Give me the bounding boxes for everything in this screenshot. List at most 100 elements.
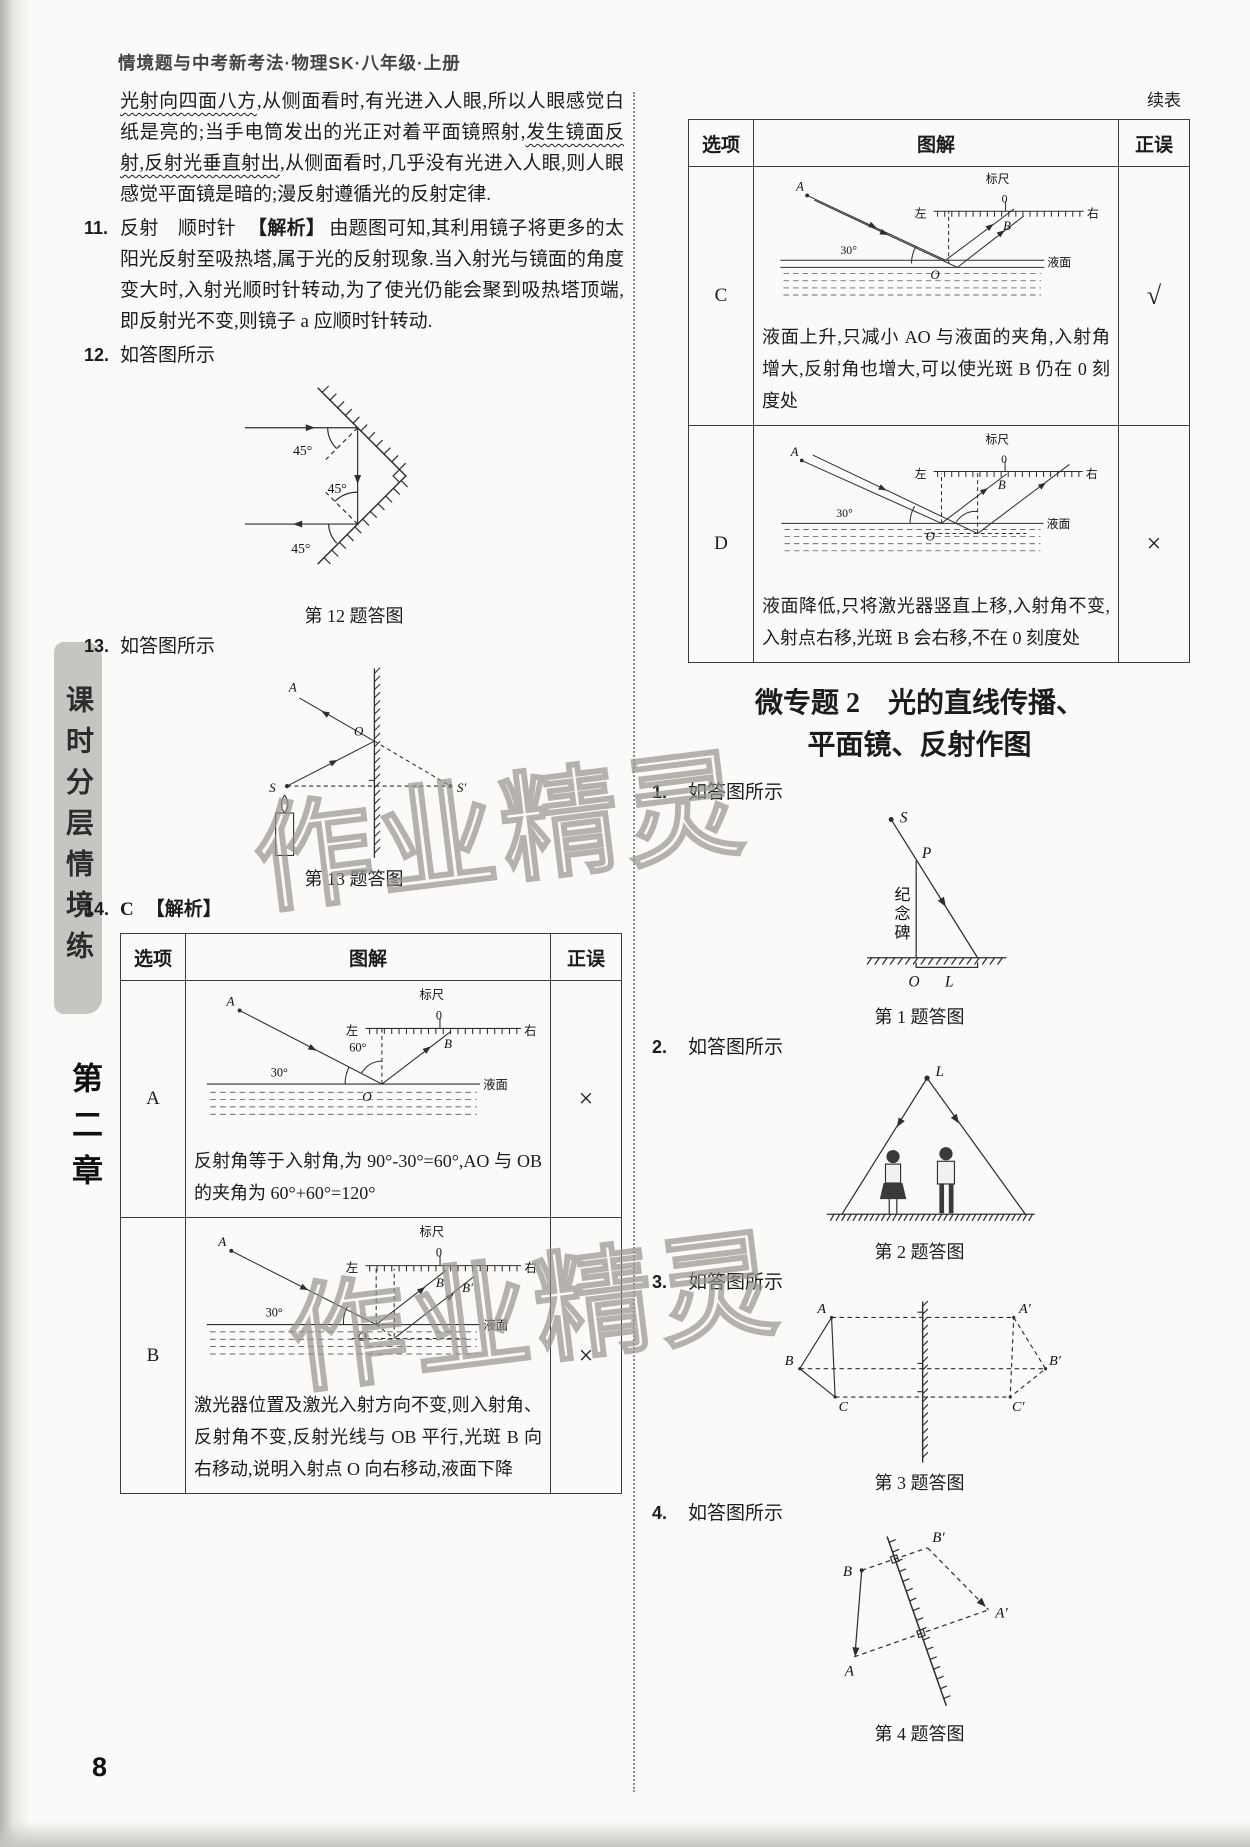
figure-q2: L 第 2 题答图 — [652, 1063, 1187, 1264]
item-11-text: 由题图可知,其利用镜子将更多的太阳光反射至吸热塔,属于光的反射现象.当入射光与镜… — [120, 218, 624, 332]
monument-shadow-diagram: S P O L — [866, 809, 1006, 991]
surface-label: 液面 — [1047, 256, 1071, 270]
svg-text:左: 左 — [346, 1260, 358, 1275]
table-header-row: 选项 图解 正误 — [120, 933, 622, 981]
svg-text:左: 左 — [915, 467, 927, 481]
liquid-surface-reflection-diagram-a: 标尺 0 左 右 — [206, 988, 536, 1115]
figure-q12-caption: 第 12 题答图 — [304, 606, 404, 626]
item-1-number: 1. — [652, 782, 668, 802]
angle-45-middle: 45° — [328, 481, 347, 496]
figure-q1: S P O L 纪念碑 第 1 题答图 — [652, 808, 1187, 1029]
item-12-number: 12. — [84, 345, 110, 365]
page-left-edge-shading — [0, 0, 30, 1847]
option-d-label: D — [688, 425, 754, 663]
object-triangle — [797, 1315, 837, 1399]
ruler: 标尺 0 左 右 — [915, 433, 1098, 481]
item-4: 4. 如答图所示 — [652, 1498, 1187, 1529]
point-b-label: B — [1003, 219, 1011, 233]
item-14-body: C【解析】 — [120, 894, 624, 925]
liquid — [206, 1324, 481, 1355]
point-a-label: A — [226, 994, 236, 1009]
mirror — [885, 1536, 951, 1706]
angle-30-label: 30° — [271, 1066, 288, 1080]
point-a-label: A — [217, 1234, 227, 1249]
svg-text:右: 右 — [1087, 207, 1099, 221]
item-3: 3. 如答图所示 — [652, 1267, 1187, 1298]
mirror — [373, 667, 381, 858]
point-a-label: A — [843, 1664, 854, 1680]
svg-text:标尺: 标尺 — [985, 433, 1009, 446]
svg-text:右: 右 — [1086, 467, 1098, 481]
column-header-option: 选项 — [120, 933, 186, 981]
construction-lines — [853, 1547, 989, 1658]
table-row-option-d: D 标尺 0 左 右 — [688, 425, 1190, 663]
figure-q13: A O S S′ 第 13 题答图 — [84, 662, 624, 891]
item-13: 13. 如答图所示 — [84, 631, 624, 662]
sidebar-tab-label: 课时分层情境练 — [63, 684, 94, 972]
arrow-tilted-mirror-image-diagram: B A B′ A′ — [842, 1530, 1008, 1706]
figure-q13-caption: 第 13 题答图 — [304, 869, 404, 889]
option-b-verdict: × — [550, 1217, 622, 1494]
table-continued-label: 续表 — [1147, 91, 1181, 110]
ruler: 标尺 0 左 右 — [346, 1225, 537, 1275]
angle-30-label: 30° — [836, 507, 853, 520]
candle — [275, 794, 295, 856]
light-ray — [888, 817, 978, 959]
intro-plain-1: ,从侧面看时,有光进入人眼,所以人眼感觉白纸是亮的;当手电筒发出的光正对着平面镜… — [120, 91, 624, 143]
sidebar-chapter-label: 第二章 — [67, 1062, 102, 1200]
analysis-tag: 【解析】 — [145, 899, 222, 920]
point-l-label: L — [935, 1064, 944, 1080]
table-header-row: 选项 图解 正误 — [688, 119, 1190, 167]
item-12: 12. 如答图所示 — [84, 340, 624, 371]
item-12-text: 如答图所示 — [120, 345, 216, 366]
light-rays — [237, 1008, 451, 1085]
option-analysis-table-right: 选项 图解 正误 C 标尺 0 左 右 — [688, 119, 1190, 663]
light-rays — [244, 424, 362, 544]
point-s-label: S — [899, 809, 907, 826]
option-c-note: 液面上升,只减小 AO 与液面的夹角,入射角增大,反射角也增大,可以使光斑 B … — [762, 327, 1110, 411]
point-b-label: B — [784, 1353, 793, 1369]
option-b-label: B — [120, 1217, 186, 1494]
light-rays — [841, 1075, 1026, 1215]
construction-lines — [799, 1311, 1046, 1398]
table-row-option-b: B 标尺 0 左 右 — [120, 1217, 622, 1494]
point-a-label: A — [288, 679, 298, 694]
angle-45-bottom: 45° — [291, 541, 310, 556]
figure-q1-caption: 第 1 题答图 — [874, 1007, 965, 1027]
option-c-label: C — [688, 166, 754, 426]
option-a-label: A — [120, 980, 186, 1218]
svg-text:右: 右 — [524, 1260, 536, 1275]
plane-mirror-candle-diagram: A O S S′ — [269, 667, 467, 858]
item-11-number: 11. — [84, 218, 109, 238]
point-b-label: B — [998, 478, 1006, 492]
person-woman — [879, 1149, 907, 1215]
item-13-text: 如答图所示 — [120, 636, 216, 657]
svg-text:标尺: 标尺 — [420, 1225, 445, 1239]
column-header-diagram: 图解 — [753, 119, 1119, 167]
point-b-prime-label: B′ — [462, 1280, 474, 1295]
point-p-label: P — [920, 845, 930, 862]
intro-wavy-2: 发生镜面反射,反射光垂直射出 — [120, 122, 624, 174]
point-o-label: O — [354, 723, 364, 738]
column-header-verdict: 正误 — [1118, 119, 1190, 167]
point-a-label: A — [816, 1301, 826, 1317]
light-rays — [799, 454, 1070, 535]
triangle-mirror-image-diagram: A B C A′ B′ C′ — [784, 1300, 1061, 1463]
ruler: 标尺 0 左 右 — [915, 172, 1099, 221]
point-c-prime-label: C′ — [1011, 1399, 1024, 1415]
light-source-two-people-diagram: L — [826, 1064, 1035, 1222]
figure-q3-caption: 第 3 题答图 — [874, 1473, 965, 1493]
item-13-number: 13. — [84, 636, 110, 656]
svg-text:左: 左 — [915, 207, 927, 221]
option-b-diagram: 标尺 0 左 右 — [186, 1218, 550, 1387]
point-b-prime-label: B′ — [932, 1530, 945, 1546]
item-11: 11. 反射 顺时针【解析】由题图可知,其利用镜子将更多的太阳光反射至吸热塔,属… — [84, 213, 624, 337]
surface-label: 液面 — [1047, 517, 1071, 531]
point-b-label: B — [436, 1275, 444, 1290]
point-o-label: O — [908, 974, 919, 991]
item-3-number: 3. — [652, 1272, 668, 1292]
page-number: 8 — [92, 1752, 108, 1782]
two-mirror-reflection-diagram: 45° 45° 45° — [244, 385, 408, 565]
object-arrow — [851, 1568, 864, 1657]
angle-45-top: 45° — [293, 443, 312, 458]
